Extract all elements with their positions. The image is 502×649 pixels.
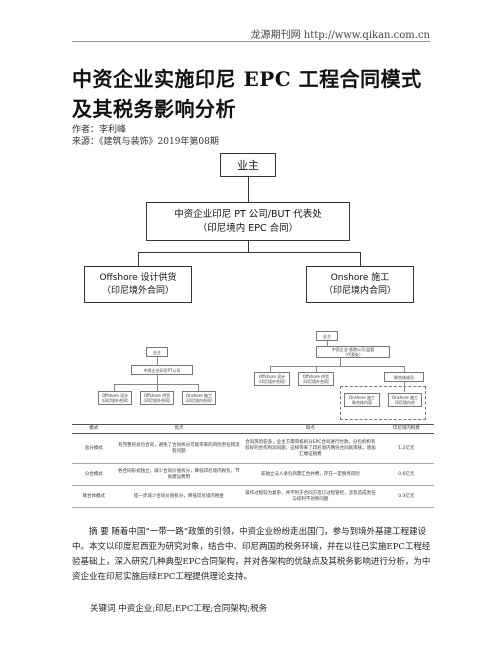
connector-line bbox=[404, 366, 405, 372]
connector-line bbox=[360, 252, 361, 266]
table-cell: 有完整的总包合同，避免了合同拆分可能带来的风险责任和流程问题 bbox=[115, 433, 243, 464]
column-header: 缺点 bbox=[242, 424, 379, 434]
table-cell: 0.3亿元 bbox=[378, 485, 434, 508]
table-cell: 合同风险较多，业主方需审核拆分EPC合同进行付款，分包机构有较好的合作利润问题，… bbox=[242, 433, 379, 464]
connector-line bbox=[248, 241, 249, 252]
author-line: 作者：李利峰 bbox=[72, 124, 126, 136]
connector-line bbox=[248, 177, 249, 202]
source-line: 来源：《建筑与装饰》2019年第08期 bbox=[72, 136, 219, 148]
owner-box: 业主 bbox=[146, 347, 168, 357]
keywords-text: 中资企业;印尼;EPC工程;合同架构;税务 bbox=[118, 604, 268, 614]
office-box: 中资企业印尼 PT 公司/BUT 代表处 （印尼境内 EPC 合同） bbox=[146, 202, 350, 241]
abstract-label: 摘 要 bbox=[89, 527, 109, 537]
offshore-design-box: Offshore 设计 （印尼境外合同） bbox=[254, 372, 290, 386]
consortium-boundary bbox=[340, 386, 426, 420]
header-site[interactable]: 龙源期刊网 http://www.qikan.com.cn bbox=[250, 30, 430, 41]
table-cell: 分合模式 bbox=[72, 463, 116, 486]
office-box: 中资企业·香港公司·监管 （代表处） bbox=[316, 346, 390, 358]
column-header: 模式 bbox=[72, 424, 116, 434]
connector-line bbox=[316, 366, 317, 372]
table-row: 总分模式 有完整的总包合同，避免了合同拆分可能带来的风险责任和流程问题 合同风险… bbox=[72, 433, 434, 464]
onshore-consortium-box: Onshore 施工 联合体内容 bbox=[344, 393, 380, 407]
connector-line bbox=[157, 357, 158, 365]
table-row: 分合模式 各合同形式独立，减少合同价值拆分，降低印尼境内税负，节省建设费用 非独… bbox=[72, 463, 434, 486]
table-cell: 总分模式 bbox=[72, 433, 116, 464]
office-box: 中资企业印尼PT公司 bbox=[131, 365, 193, 375]
abstract-text: 随着中国“一带一路”政策的引领，中资企业纷纷走出国门，参与到境外基建工程建设中。… bbox=[72, 527, 431, 582]
offshore-supply-box: Offshore 供货 （印尼境外合同） bbox=[298, 372, 334, 386]
offshore-box: Offshore 设计供货 （印尼境外合同） bbox=[84, 266, 192, 303]
connector-line bbox=[157, 384, 158, 391]
author-name: 李利峰 bbox=[99, 125, 127, 135]
author-label: 作者： bbox=[72, 125, 100, 135]
owner-box: 业主 bbox=[316, 331, 338, 341]
connector-line bbox=[327, 341, 328, 346]
source-name: 《建筑与装饰》2019年第08期 bbox=[99, 137, 219, 147]
connector-line bbox=[157, 375, 158, 384]
connector-line bbox=[340, 358, 341, 366]
table-cell: 联合体模式 bbox=[72, 485, 116, 508]
abstract: 摘 要 随着中国“一带一路”政策的引领，中资企业纷纷走出国门，参与到境外基建工程… bbox=[72, 525, 434, 585]
connector-line bbox=[270, 366, 271, 372]
source-label: 来源： bbox=[72, 137, 100, 147]
table-cell: 操作过程较为复杂，共不利于合同方签订过程管控，涉及造成责任与权利不对称问题 bbox=[242, 485, 379, 508]
consortium-member-box: 联合体成员 bbox=[384, 372, 424, 382]
offshore-design-box: Offshore 设计 （印尼境外合同） bbox=[98, 391, 132, 405]
column-header: 印尼境内税费 bbox=[378, 424, 434, 434]
table-header-row: 模式 优点 缺点 印尼境内税费 bbox=[72, 424, 434, 434]
offshore-supply-box: Offshore 供货 （印尼境外合同） bbox=[140, 391, 174, 405]
comparison-table: 模式 优点 缺点 印尼境内税费 总分模式 有完整的总包合同，避免了合同拆分可能带… bbox=[72, 424, 434, 508]
table-cell: 非独立法人承包商需汇合并费，存在一定税务风险 bbox=[242, 463, 379, 486]
table-cell: 0.6亿元 bbox=[378, 463, 434, 486]
table-cell: 各合同形式独立，减少合同价值拆分，降低印尼境内税负，节省建设费用 bbox=[115, 463, 243, 486]
keywords-label: 关键词 bbox=[90, 604, 116, 614]
connector-line bbox=[138, 252, 360, 253]
onshore-box: Onshore 施工 （印尼境内合同） bbox=[182, 391, 216, 405]
connector-line bbox=[114, 384, 198, 385]
connector-line bbox=[198, 384, 199, 391]
connector-line bbox=[114, 384, 115, 391]
connector-line bbox=[404, 382, 405, 392]
onshore-local-box: Onshore 施工 印尼境内合 bbox=[388, 393, 422, 407]
connector-line bbox=[270, 366, 404, 367]
connector-line bbox=[138, 252, 139, 266]
article-title: 中资企业实施印尼 EPC 工程合同模式及其税务影响分析 bbox=[72, 67, 422, 121]
table-cell: 1.2亿元 bbox=[378, 433, 434, 464]
owner-box: 业主 bbox=[220, 153, 276, 177]
table-cell: 提一步减少合同价值拆分，降低印尼境内税金 bbox=[115, 485, 243, 508]
header-rule bbox=[72, 41, 430, 42]
column-header: 优点 bbox=[115, 424, 243, 434]
onshore-box: Onshore 施工 （印尼境内合同） bbox=[306, 266, 414, 303]
table-row: 联合体模式 提一步减少合同价值拆分，降低印尼境内税金 操作过程较为复杂，共不利于… bbox=[72, 485, 434, 508]
keywords: 关键词 中资企业;印尼;EPC工程;合同架构;税务 bbox=[90, 602, 267, 614]
